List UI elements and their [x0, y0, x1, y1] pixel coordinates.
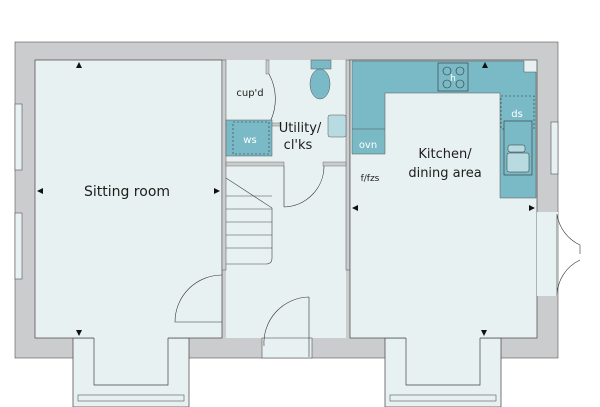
kitchen-worktop	[351, 60, 537, 199]
toilet-cistern	[310, 59, 332, 70]
oven-label: ovn	[359, 140, 377, 151]
hob	[437, 62, 469, 92]
dimension-arrows	[37, 62, 535, 336]
staircase	[225, 177, 273, 265]
window	[550, 121, 559, 175]
cupboard-door	[268, 73, 276, 123]
cupboard-label: cup'd	[236, 88, 263, 99]
utility-door	[283, 165, 325, 208]
french-door-opening	[537, 212, 558, 296]
sitting-room-floor	[34, 59, 223, 339]
kitchen-bay-floor	[406, 330, 480, 385]
ws-label: ws	[243, 135, 256, 146]
hob-label: h	[450, 74, 456, 84]
front-door-opening	[261, 337, 313, 359]
dishwasher-space	[500, 95, 535, 130]
kitchen-bay-window	[389, 394, 497, 402]
washing-machine-space	[225, 119, 273, 157]
sitting-room-door	[174, 274, 223, 323]
utility-label-1: Utility/	[279, 121, 322, 136]
window	[14, 212, 23, 280]
fridge-freezer-label: f/fzs	[361, 174, 380, 184]
window	[14, 103, 23, 171]
utility-label-2: cl'ks	[284, 138, 313, 153]
basin	[327, 114, 347, 138]
kitchen-label-2: dining area	[408, 166, 481, 181]
sitting-bay-window	[77, 394, 185, 402]
sitting-room-label: Sitting room	[84, 184, 170, 200]
ds-label: ds	[511, 109, 523, 120]
front-door	[263, 296, 310, 357]
sitting-bay-floor	[94, 330, 168, 385]
toilet	[309, 68, 331, 100]
kitchen-label-1: Kitchen/	[418, 147, 472, 162]
hall-floor	[226, 60, 346, 338]
french-doors	[556, 213, 581, 297]
